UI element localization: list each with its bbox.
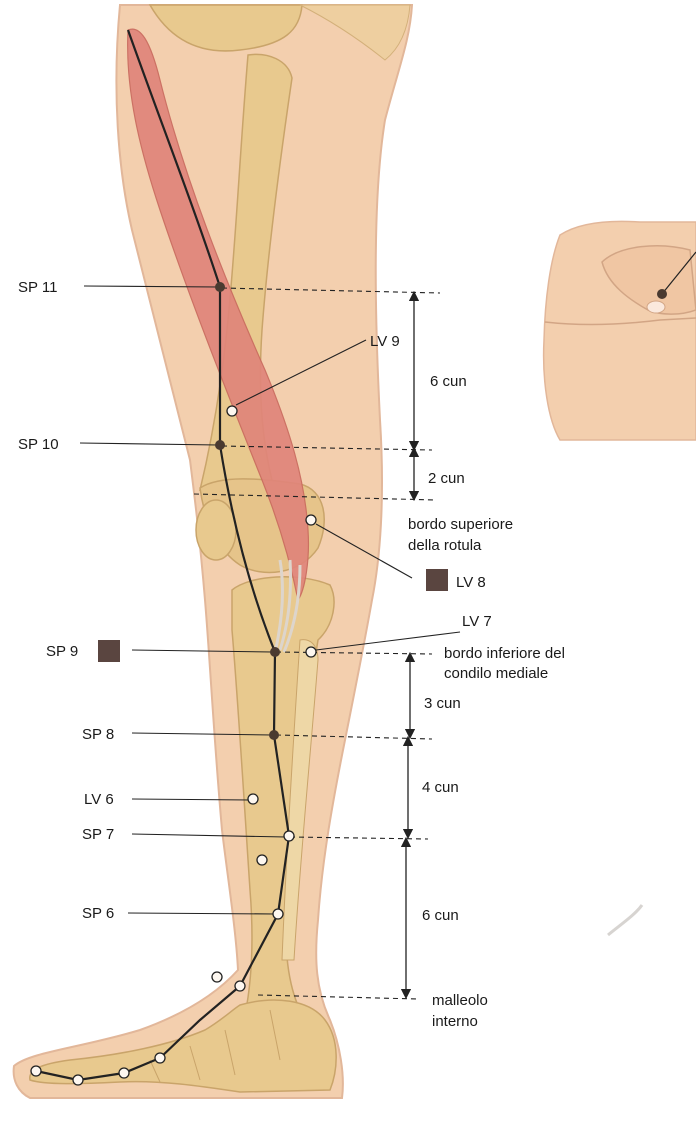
label-lv6: LV 6 bbox=[84, 791, 114, 808]
point-sp7 bbox=[284, 831, 294, 841]
landmark-condyle-line1: bordo inferiore del bbox=[444, 645, 565, 662]
measure-label-mid-shin: 4 cun bbox=[422, 779, 459, 796]
label-sp6: SP 6 bbox=[82, 905, 114, 922]
point-lv7 bbox=[306, 647, 316, 657]
point-lv8 bbox=[306, 515, 316, 525]
measure-label-upper-thigh: 6 cun bbox=[430, 373, 467, 390]
label-sp9: SP 9 bbox=[46, 643, 78, 660]
measure-label-above-knee: 2 cun bbox=[428, 470, 465, 487]
point-lv9 bbox=[227, 406, 237, 416]
paper-smudge bbox=[608, 905, 642, 935]
knee-inset-point bbox=[657, 289, 667, 299]
label-sp8: SP 8 bbox=[82, 726, 114, 743]
point-sp9 bbox=[270, 647, 280, 657]
landmark-malleolus-line1: malleolo bbox=[432, 992, 488, 1009]
measure-label-lower-shin: 6 cun bbox=[422, 907, 459, 924]
point-sp8 bbox=[269, 730, 279, 740]
measure-label-below-knee: 3 cun bbox=[424, 695, 461, 712]
point-sp6 bbox=[273, 909, 283, 919]
landmark-patella-top-line1: bordo superiore bbox=[408, 516, 513, 533]
point-foot-3 bbox=[73, 1075, 83, 1085]
square-marker-lv8 bbox=[426, 569, 448, 591]
point-foot-1 bbox=[155, 1053, 165, 1063]
point-sp10 bbox=[215, 440, 225, 450]
point-ankle-1 bbox=[212, 972, 222, 982]
square-marker-sp9 bbox=[98, 640, 120, 662]
landmark-malleolus-line2: interno bbox=[432, 1013, 478, 1030]
knee-inset-nail bbox=[647, 301, 665, 313]
patella-bone bbox=[196, 500, 236, 560]
landmark-patella-top-line2: della rotula bbox=[408, 537, 482, 554]
label-lv8: LV 8 bbox=[456, 574, 486, 591]
point-foot-4 bbox=[31, 1066, 41, 1076]
point-lv6 bbox=[248, 794, 258, 804]
landmark-condyle-line2: condilo mediale bbox=[444, 665, 548, 682]
point-lower-leg-1 bbox=[257, 855, 267, 865]
label-sp11: SP 11 bbox=[18, 279, 57, 296]
point-sp11 bbox=[215, 282, 225, 292]
point-ankle-2 bbox=[235, 981, 245, 991]
point-foot-2 bbox=[119, 1068, 129, 1078]
label-sp10: SP 10 bbox=[18, 436, 59, 453]
label-lv9: LV 9 bbox=[370, 333, 400, 350]
label-lv7: LV 7 bbox=[462, 613, 492, 630]
label-sp7: SP 7 bbox=[82, 826, 114, 843]
